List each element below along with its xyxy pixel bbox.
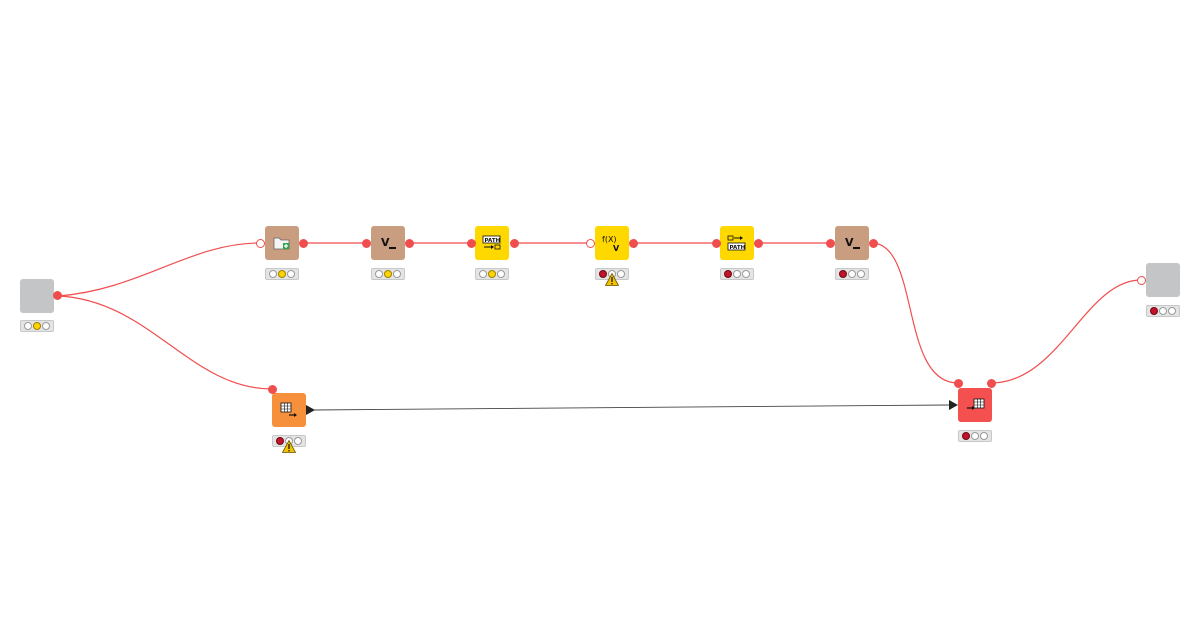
table-writer-node[interactable] [958, 388, 992, 422]
out-port-table-reader[interactable] [306, 405, 315, 415]
in-port[interactable] [1137, 276, 1146, 285]
component-output-node[interactable] [1146, 263, 1180, 297]
status-light [723, 270, 732, 278]
path-to-string-node[interactable]: PATH [475, 226, 509, 260]
status-indicator [475, 268, 509, 280]
out-port[interactable] [405, 239, 414, 248]
status-light [598, 270, 607, 278]
string-to-path-node[interactable]: PATH [720, 226, 754, 260]
status-light [857, 270, 866, 278]
status-light [487, 270, 496, 278]
out-port[interactable] [629, 239, 638, 248]
status-indicator [265, 268, 299, 280]
status-light [478, 270, 487, 278]
variable-glyph: V [381, 236, 390, 249]
table-reader-node[interactable] [272, 393, 306, 427]
status-light [732, 270, 741, 278]
status-light [23, 322, 32, 330]
in-port[interactable] [268, 385, 277, 394]
status-light [268, 270, 277, 278]
status-light [961, 432, 970, 440]
status-indicator [958, 430, 992, 442]
status-indicator [20, 320, 54, 332]
fx-sub-glyph: V [613, 244, 620, 253]
variable-icon: V [845, 236, 860, 249]
status-light [497, 270, 506, 278]
math-formula-variable-node[interactable]: f(X) V [595, 226, 629, 260]
connection-input-to-folder[interactable] [57, 242, 261, 297]
status-light [980, 432, 989, 440]
status-light [275, 437, 284, 445]
status-light [1158, 307, 1167, 315]
create-folder-node[interactable] [265, 226, 299, 260]
variable-node-1[interactable]: V [371, 226, 405, 260]
table-writer-icon [967, 398, 985, 410]
in-port[interactable] [826, 239, 835, 248]
connection-table-writer-to-output[interactable] [990, 279, 1142, 384]
path-to-string-icon: PATH [482, 235, 501, 250]
status-light [294, 437, 303, 445]
connection-input-to-table-reader[interactable] [57, 295, 273, 390]
status-indicator [720, 268, 754, 280]
status-indicator [371, 268, 405, 280]
path-glyph: PATH [485, 238, 501, 244]
status-light [383, 270, 392, 278]
out-port[interactable] [53, 291, 62, 300]
status-light [838, 270, 847, 278]
status-light [32, 322, 41, 330]
status-light [1149, 307, 1158, 315]
out-port[interactable] [869, 239, 878, 248]
variable-glyph: V [845, 236, 854, 249]
variable-icon: V [381, 236, 396, 249]
status-light [42, 322, 51, 330]
status-light [970, 432, 979, 440]
fx-glyph: f(X) [602, 235, 617, 244]
in-port[interactable] [467, 239, 476, 248]
out-port[interactable] [754, 239, 763, 248]
status-light [1168, 307, 1177, 315]
status-indicator [1146, 305, 1180, 317]
connection-table-reader-to-table-writer[interactable] [313, 404, 951, 411]
status-light [393, 270, 402, 278]
math-formula-variable-icon: f(X) V [602, 235, 620, 253]
out-port[interactable] [510, 239, 519, 248]
warning-icon[interactable] [282, 440, 296, 453]
in-port[interactable] [362, 239, 371, 248]
path-glyph: PATH [730, 245, 746, 251]
status-light [742, 270, 751, 278]
in-port[interactable] [256, 239, 265, 248]
in-port[interactable] [586, 239, 595, 248]
warning-icon[interactable] [605, 273, 619, 286]
out-port[interactable] [299, 239, 308, 248]
status-light [617, 270, 626, 278]
component-input-node[interactable] [20, 279, 54, 313]
in-port-table-writer[interactable] [949, 400, 958, 410]
string-to-path-icon: PATH [727, 235, 746, 251]
connection-var2-to-table-writer[interactable] [872, 242, 959, 384]
in-port[interactable] [712, 239, 721, 248]
variable-node-2[interactable]: V [835, 226, 869, 260]
create-folder-icon [273, 237, 290, 250]
in-port[interactable] [954, 379, 963, 388]
status-light [287, 270, 296, 278]
status-light [374, 270, 383, 278]
out-port[interactable] [987, 379, 996, 388]
status-light [277, 270, 286, 278]
status-light [847, 270, 856, 278]
status-indicator [835, 268, 869, 280]
table-reader-icon [280, 402, 297, 417]
